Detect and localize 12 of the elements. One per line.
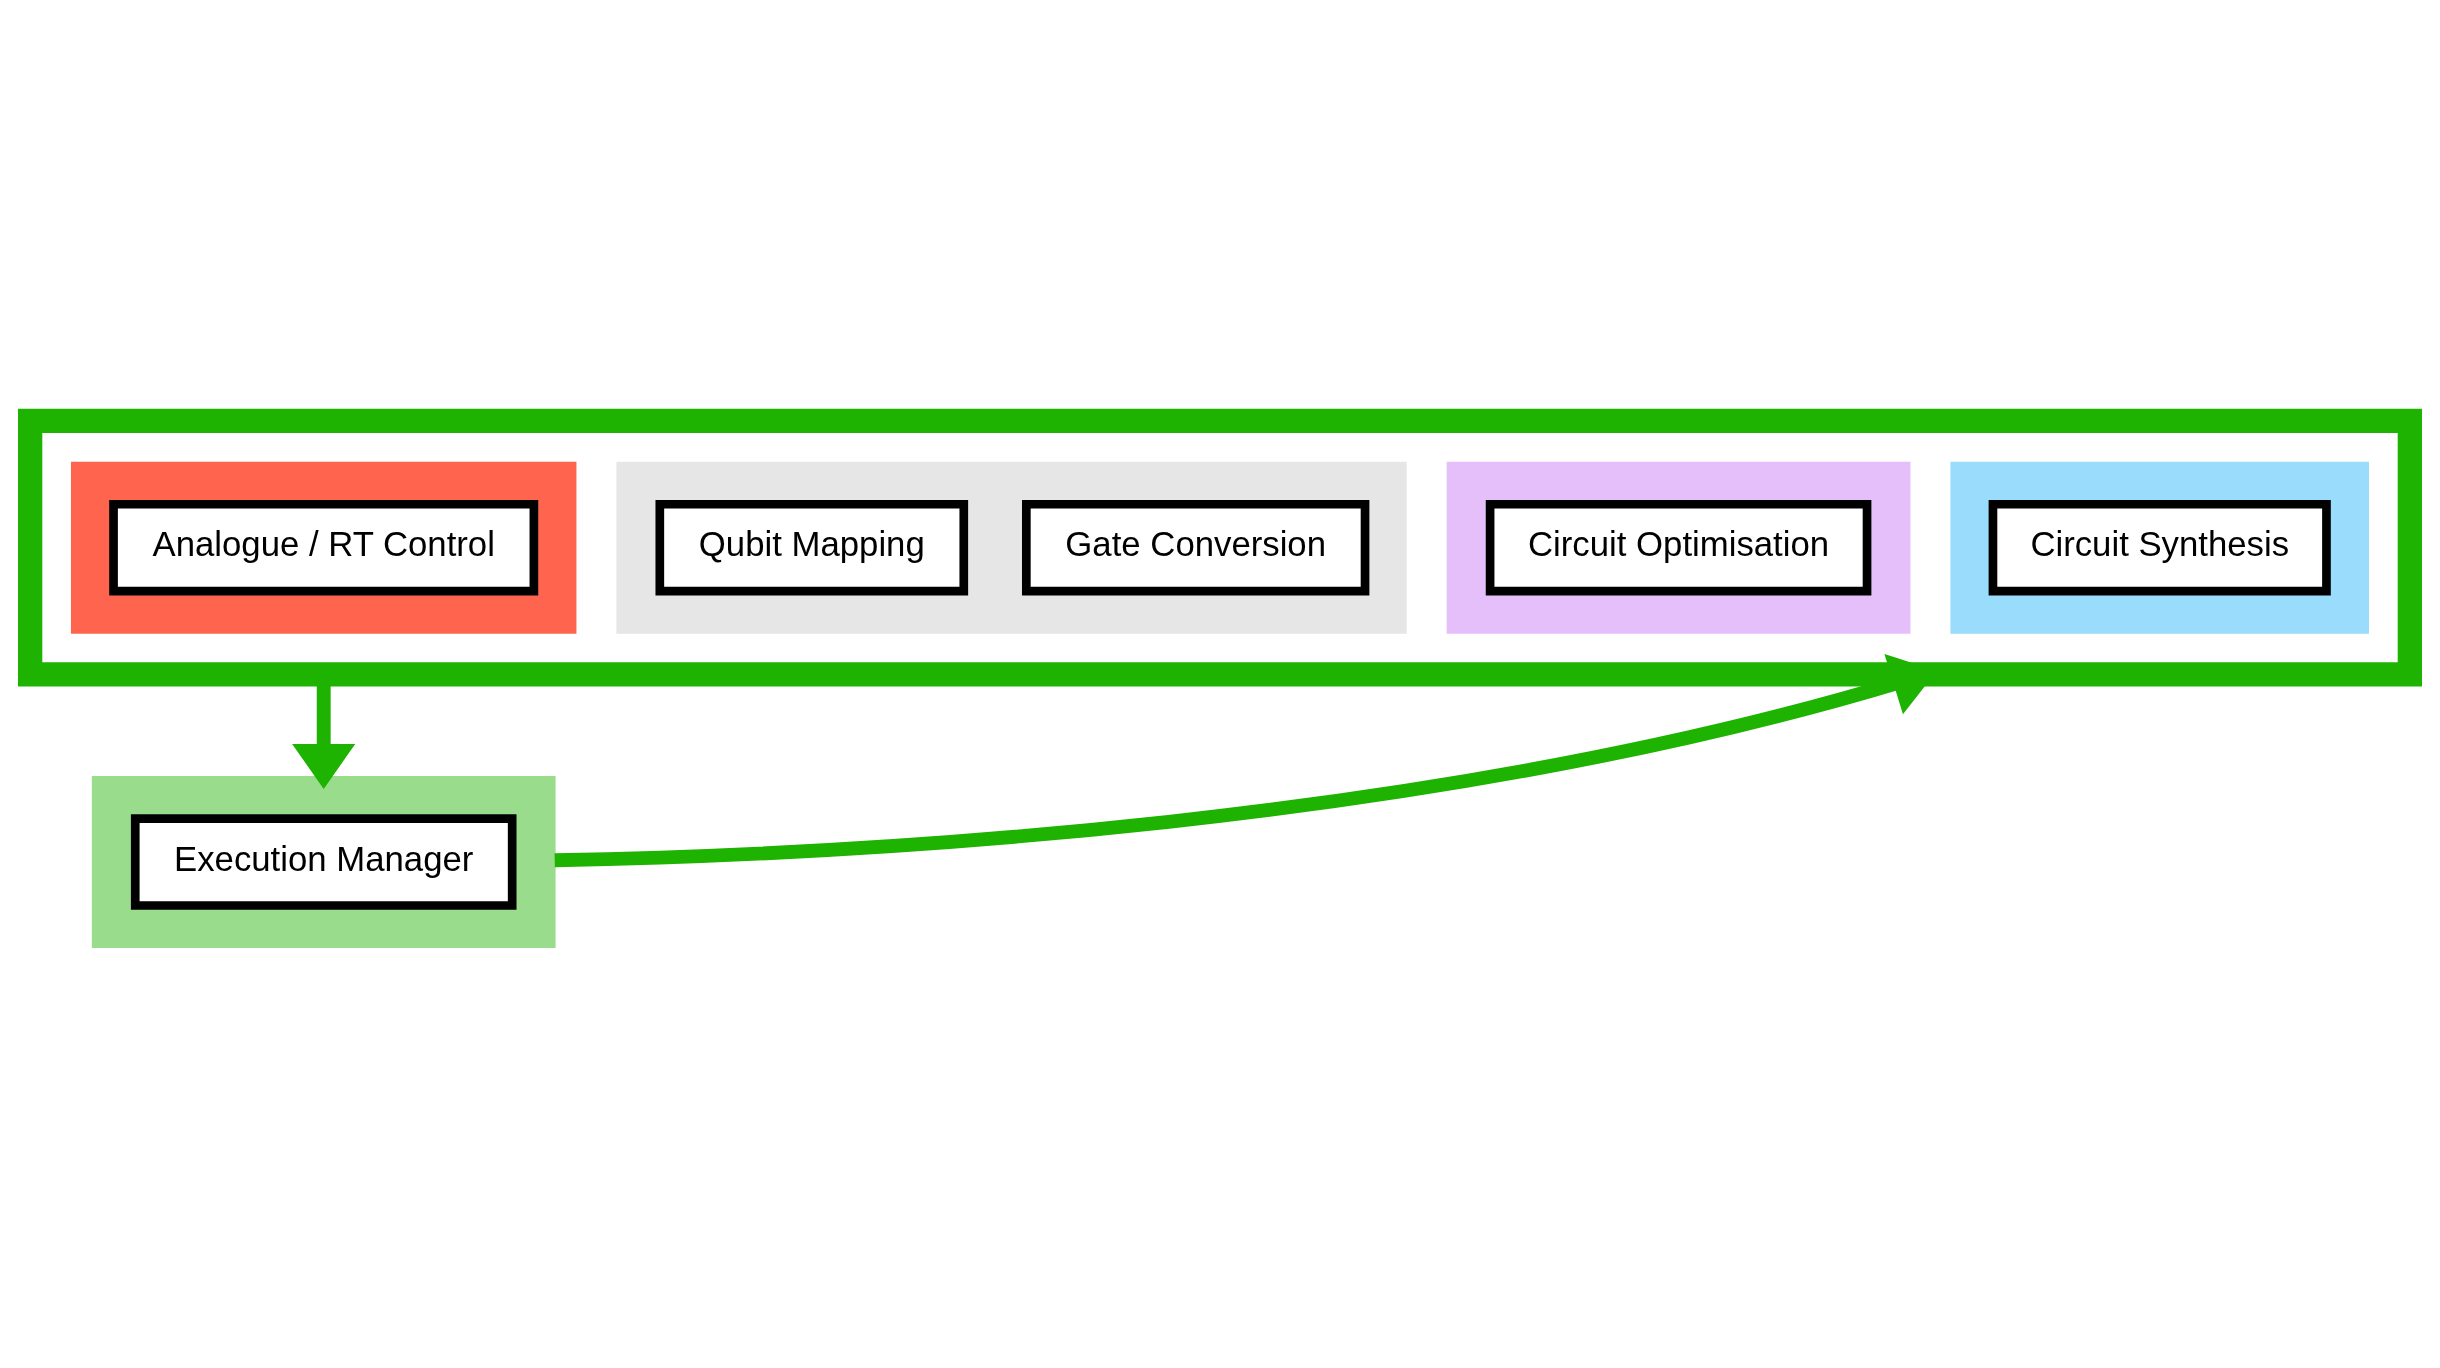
node-box: Qubit Mapping: [655, 499, 969, 596]
node-box: Analogue / RT Control: [109, 499, 539, 596]
cluster: [1446, 461, 1911, 634]
node-box: Gate Conversion: [1021, 499, 1370, 596]
cluster: [18, 408, 2422, 687]
cluster: [91, 776, 556, 949]
node-box: Execution Manager: [130, 814, 517, 910]
cluster: [70, 461, 577, 634]
node-box: Circuit Synthesis: [1988, 499, 2331, 596]
cluster: [1950, 461, 2370, 634]
node-box: Circuit Optimisation: [1485, 499, 1872, 596]
cluster: [616, 461, 1407, 634]
